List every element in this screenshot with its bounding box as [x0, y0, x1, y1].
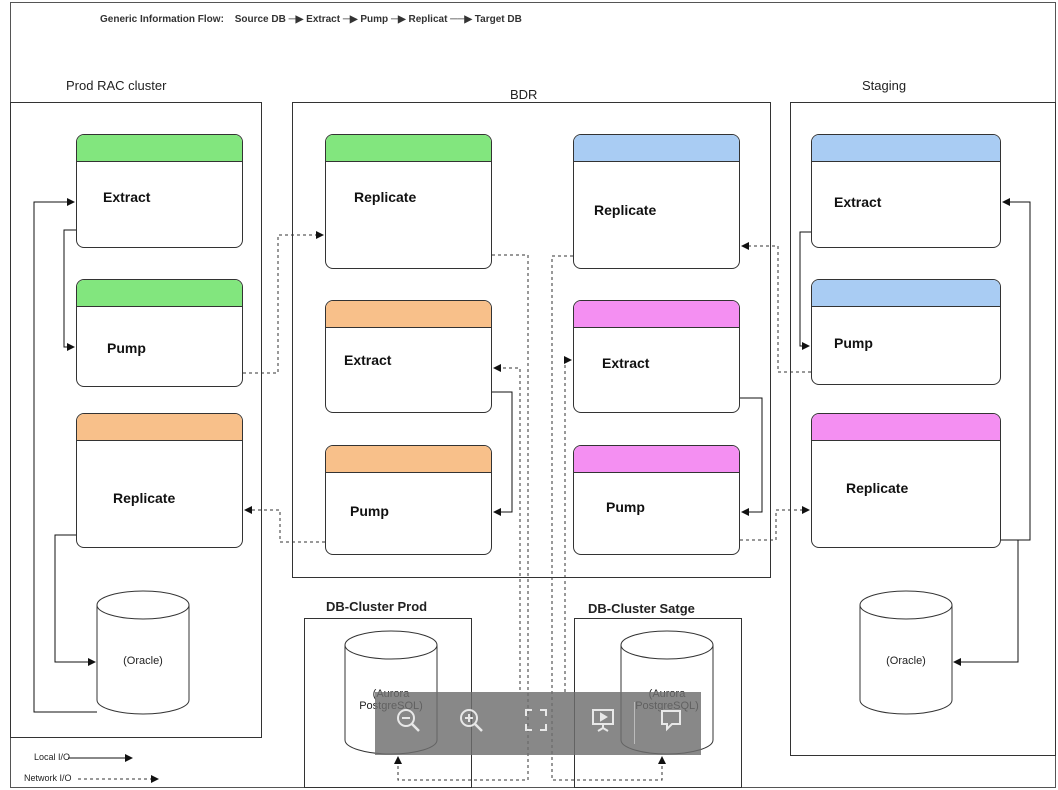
- fullscreen-icon: [525, 709, 547, 731]
- prod-db-cylinder: [96, 590, 190, 715]
- node-label: Replicate: [846, 480, 909, 496]
- prod-extract-to-pump-arrow: [63, 229, 76, 351]
- prod-replicate-to-db-arrow: [54, 534, 96, 666]
- presentation-button[interactable]: [587, 704, 619, 736]
- prod-pump-node: Pump: [76, 279, 243, 387]
- toolbar-divider: [634, 702, 635, 744]
- node-header: [77, 414, 242, 441]
- node-header: [812, 414, 1000, 441]
- node-label: Replicate: [354, 189, 417, 205]
- bdr-left-pump-node: Pump: [325, 445, 492, 555]
- bdr-left-extract-node: Extract: [325, 300, 492, 413]
- db-cluster-stage-label: DB-Cluster Satge: [588, 601, 695, 616]
- node-label: Pump: [350, 503, 389, 519]
- section-label-bdr: BDR: [510, 87, 538, 102]
- node-label: Replicate: [594, 202, 657, 218]
- node-header: [812, 135, 1000, 162]
- node-label: Pump: [834, 335, 873, 351]
- bdr-right-extract-to-pump-arrow: [740, 397, 763, 516]
- comment-button[interactable]: [655, 704, 687, 736]
- flow-header: Generic Information Flow: Source DB ─▶ E…: [100, 14, 522, 25]
- aurora-prod-to-bdr-extract-net: [493, 364, 521, 690]
- prod-replicate-node: Replicate: [76, 413, 243, 548]
- node-label: Pump: [107, 340, 146, 356]
- staging-db-cylinder: [859, 590, 953, 715]
- staging-pump-to-bdr-replicate-net: [741, 242, 811, 373]
- prod-db-to-extract-arrow: [33, 198, 97, 713]
- prod-pump-to-bdr-replicate-net: [243, 231, 324, 374]
- viewer-toolbar: [375, 692, 701, 755]
- prod-db-label: (Oracle): [123, 655, 163, 667]
- node-header: [77, 135, 242, 162]
- staging-db-label: (Oracle): [886, 655, 926, 667]
- node-label: Extract: [834, 194, 882, 210]
- node-header: [77, 280, 242, 307]
- bdr-left-replicate-node: Replicate: [325, 134, 492, 269]
- zoom-in-button[interactable]: [455, 704, 487, 736]
- node-label: Extract: [344, 352, 392, 368]
- staging-db-to-extract-arrow: [1002, 198, 1031, 541]
- comment-icon: [661, 710, 681, 732]
- bdr-frame: [292, 102, 771, 578]
- staging-extract-node: Extract: [811, 134, 1001, 248]
- bdr-left-extract-to-pump-arrow: [492, 391, 513, 516]
- bdr-right-pump-node: Pump: [573, 445, 740, 555]
- legend-network-label: Network I/O: [24, 773, 72, 783]
- aurora-stage-to-bdr-extract-net: [564, 356, 572, 692]
- staging-frame: [790, 102, 1056, 756]
- zoom-out-button[interactable]: [392, 704, 424, 736]
- bdr-pump-to-staging-replicate-net: [740, 506, 810, 541]
- staging-replicate-to-db-arrow: [953, 539, 1019, 666]
- prod-extract-node: Extract: [76, 134, 243, 248]
- section-label-staging: Staging: [862, 78, 907, 93]
- presentation-icon: [592, 709, 614, 732]
- node-header: [326, 135, 491, 162]
- node-header: [574, 446, 739, 473]
- bdr-pump-to-prod-replicate-net: [244, 506, 325, 543]
- legend-local-label: Local I/O: [34, 752, 71, 762]
- fullscreen-button[interactable]: [520, 704, 552, 736]
- section-label-prod: Prod RAC cluster: [66, 78, 167, 93]
- node-label: Replicate: [113, 490, 176, 506]
- zoom-in-icon: [460, 709, 483, 732]
- bdr-right-replicate-node: Replicate: [573, 134, 740, 269]
- node-header: [326, 301, 491, 328]
- staging-pump-node: Pump: [811, 279, 1001, 385]
- node-label: Extract: [103, 189, 151, 205]
- node-header: [812, 280, 1000, 307]
- bdr-replicate-to-aurora-prod-net: [394, 254, 529, 781]
- staging-extract-to-pump-arrow: [799, 231, 811, 350]
- bdr-right-extract-node: Extract: [573, 300, 740, 413]
- node-header: [326, 446, 491, 473]
- prod-cluster-frame: [10, 102, 262, 738]
- flow-title: Generic Information Flow:: [100, 14, 224, 25]
- node-label: Extract: [602, 355, 650, 371]
- db-cluster-prod-label: DB-Cluster Prod: [326, 599, 428, 614]
- zoom-out-icon: [397, 709, 420, 732]
- bdr-right-replicate-to-aurora-stage-net: [551, 255, 666, 781]
- node-header: [574, 301, 739, 328]
- node-header: [574, 135, 739, 162]
- node-label: Pump: [606, 499, 645, 515]
- staging-replicate-node: Replicate: [811, 413, 1001, 548]
- flow-steps: Source DB ─▶ Extract ─▶ Pump ─▶ Replicat…: [234, 14, 522, 25]
